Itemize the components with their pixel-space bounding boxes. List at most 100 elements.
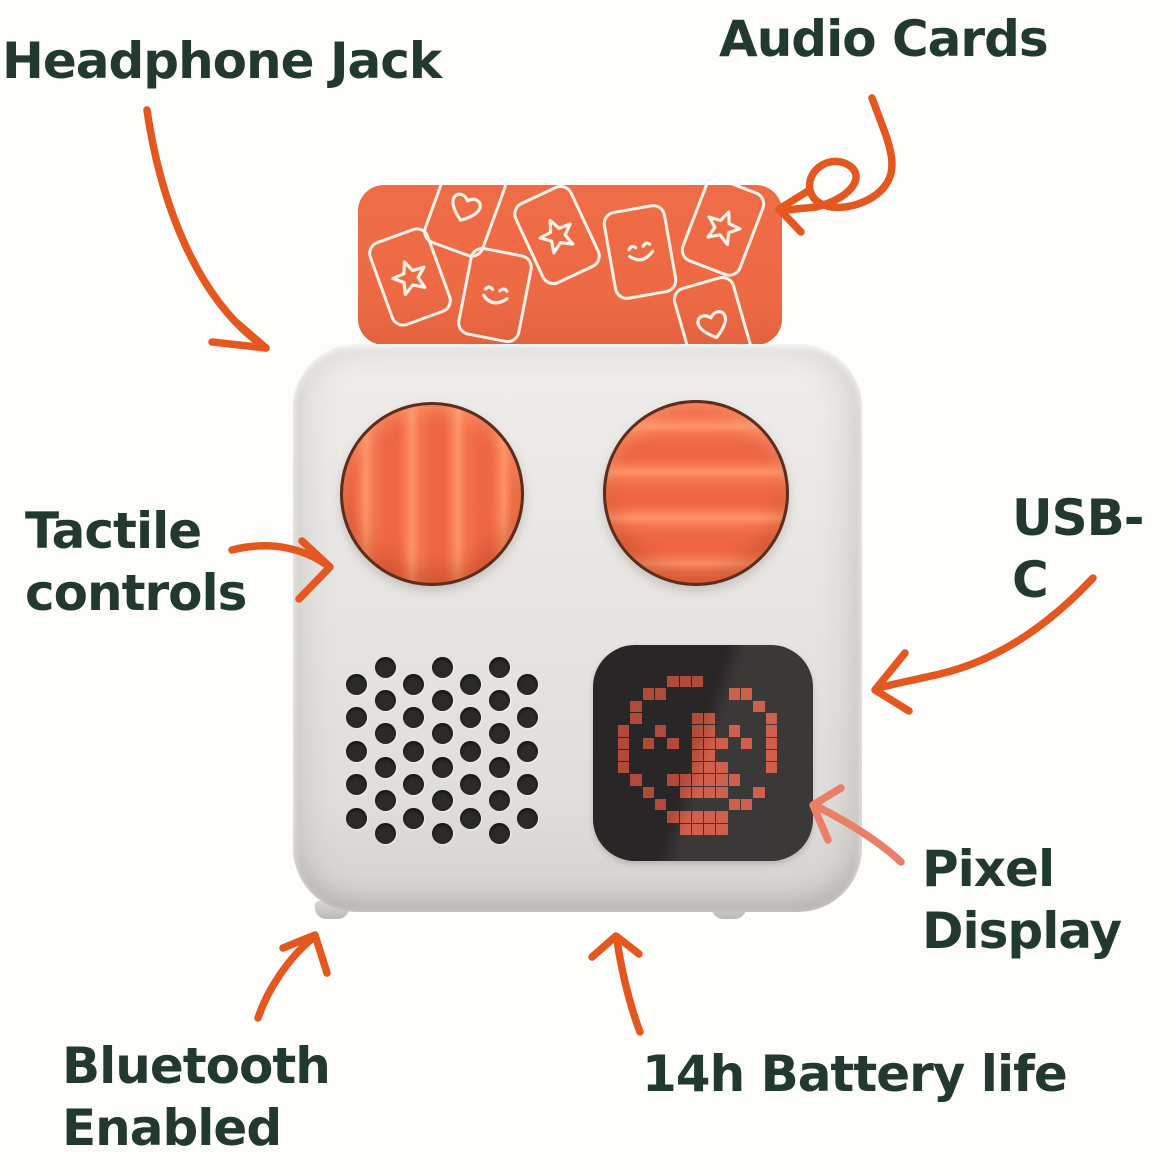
display-face-pixel	[679, 774, 691, 786]
display-face-pixel	[618, 737, 630, 749]
control-knob-right	[603, 400, 789, 586]
star-audio-card	[508, 185, 606, 290]
display-face-pixel	[741, 688, 753, 700]
display-face-pixel	[728, 688, 741, 700]
display-face-pixel	[630, 712, 642, 725]
pixel-display-screen	[593, 645, 813, 861]
heart-icon	[696, 310, 727, 340]
display-face-pixel	[667, 811, 679, 823]
label-audio-cards: Audio Cards	[719, 10, 1049, 68]
star-audio-card	[364, 223, 456, 331]
display-face-pixel	[691, 774, 704, 786]
display-face-pixel	[691, 762, 704, 774]
speaker-grille	[293, 344, 862, 912]
label-pixel-display: Pixel Display	[922, 840, 1122, 960]
speaker-hole	[345, 773, 367, 795]
display-face-pixel	[642, 786, 654, 799]
display-face-pixel	[691, 811, 704, 823]
speaker-hole	[402, 673, 424, 695]
display-face-pixel	[691, 725, 704, 737]
star-icon	[538, 218, 575, 255]
display-face-pixel	[765, 749, 777, 762]
arrow-tactile-controls	[228, 537, 334, 603]
display-face-pixel	[679, 786, 691, 799]
speaker-hole	[431, 722, 453, 744]
speaker-hole	[402, 807, 424, 829]
speaker-hole	[488, 656, 510, 678]
display-face-pixel	[753, 786, 765, 799]
display-face-pixel	[691, 823, 704, 835]
display-face-pixel	[704, 725, 716, 737]
display-face-pixel	[630, 774, 642, 786]
speaker-hole	[402, 740, 424, 762]
display-face-pixel	[704, 786, 716, 799]
device-body	[293, 344, 862, 912]
display-face-pixel	[716, 786, 728, 799]
arrow-battery	[588, 932, 644, 1036]
speaker-hole	[431, 689, 453, 711]
display-face-pixel	[704, 762, 716, 774]
heart-audio-card	[419, 185, 511, 262]
speaker-hole	[374, 689, 396, 711]
speaker-hole	[488, 689, 510, 711]
display-face-pixel	[728, 725, 741, 737]
display-face-pixel	[704, 811, 716, 823]
display-gloss	[593, 645, 813, 861]
display-face-pixel	[667, 737, 679, 749]
display-face-pixel	[728, 774, 741, 786]
speaker-hole	[374, 756, 396, 778]
label-tactile-controls: Tactile controls	[25, 502, 247, 622]
label-usb-c: USB-C	[1012, 489, 1144, 609]
speaker-hole	[459, 740, 481, 762]
display-face-pixel	[716, 774, 728, 786]
speaker-hole	[488, 789, 510, 811]
speaker-hole	[516, 773, 538, 795]
display-face-pixel	[642, 688, 654, 700]
speaker-hole	[488, 756, 510, 778]
display-face-pixel	[691, 712, 704, 725]
label-battery-life: 14h Battery life	[642, 1045, 1068, 1103]
display-face-pixel	[704, 712, 716, 725]
speaker-hole	[431, 756, 453, 778]
display-face-pixel	[716, 823, 728, 835]
display-face-pixel	[642, 737, 654, 749]
display-face-pixel	[618, 762, 630, 774]
display-face-pixel	[691, 737, 704, 749]
arrow-usb-c	[871, 574, 1097, 715]
speaker-hole	[345, 740, 367, 762]
speaker-hole	[488, 722, 510, 744]
smiley-icon	[627, 241, 655, 262]
speaker-hole	[402, 706, 424, 728]
volume-knob-left	[340, 402, 524, 586]
display-face-pixel	[654, 799, 667, 811]
display-face-pixel	[716, 737, 728, 749]
display-face-pixel	[691, 786, 704, 799]
speaker-hole	[516, 706, 538, 728]
speaker-hole	[431, 822, 453, 844]
speaker-hole	[431, 656, 453, 678]
display-face-pixel	[667, 676, 679, 688]
display-face-pixel	[618, 749, 630, 762]
display-face-pixel	[753, 700, 765, 712]
display-face-pixel	[618, 725, 630, 737]
display-face-pixel	[741, 799, 753, 811]
speaker-hole	[374, 789, 396, 811]
speaker-hole	[459, 807, 481, 829]
star-audio-card	[676, 185, 770, 281]
display-face-pixel	[704, 774, 716, 786]
display-face-pixel	[654, 688, 667, 700]
display-face-pixel	[765, 737, 777, 749]
speaker-hole	[402, 773, 424, 795]
heart-icon	[451, 192, 482, 222]
display-face-pixel	[630, 700, 642, 712]
arrow-audio-cards	[775, 94, 896, 236]
display-face-pixel	[765, 762, 777, 774]
display-face-pixel	[704, 737, 716, 749]
display-face-pixel	[654, 725, 667, 737]
heart-audio-card	[669, 272, 757, 345]
arrow-bluetooth	[254, 931, 331, 1022]
speaker-hole	[345, 807, 367, 829]
display-face-pixel	[691, 749, 704, 762]
